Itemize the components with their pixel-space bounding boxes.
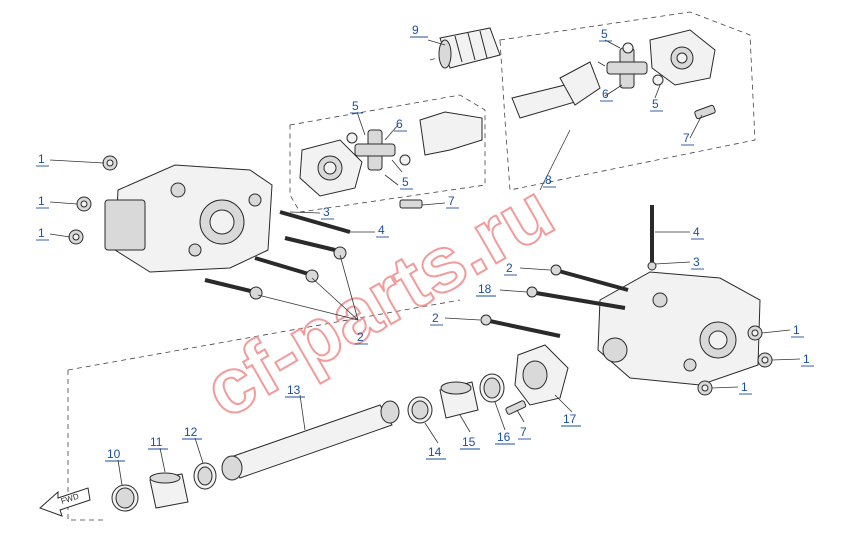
callout-2: 2	[432, 311, 439, 325]
nut-1d	[747, 325, 763, 341]
callout-13: 13	[287, 383, 301, 397]
callout-7: 7	[448, 194, 455, 208]
bolt-7c	[505, 400, 527, 415]
callout-7: 7	[520, 425, 527, 439]
callout-3: 3	[323, 205, 330, 219]
callout-7: 7	[683, 131, 690, 145]
callout-1: 1	[38, 152, 45, 166]
bolt-7b	[694, 104, 716, 120]
callout-4: 4	[378, 223, 385, 237]
callout-16: 16	[497, 430, 511, 444]
callout-1: 1	[38, 226, 45, 240]
callout-5: 5	[652, 97, 659, 111]
callout-11: 11	[150, 435, 163, 449]
ring-10	[111, 484, 139, 512]
callout-8: 8	[545, 173, 552, 187]
lower-shaft-frame	[67, 370, 105, 521]
callout-1: 1	[793, 323, 800, 337]
leader-lines	[49, 39, 801, 486]
nut-1a	[102, 155, 118, 171]
flange-yoke-front	[299, 139, 363, 197]
callout-5: 5	[402, 175, 409, 189]
circlip-5c	[622, 42, 634, 54]
flange-yoke-rear	[649, 29, 716, 86]
universal-joint-rear	[606, 47, 648, 89]
circlip-5b	[399, 154, 411, 166]
frame-line	[67, 299, 461, 371]
rear-differential-housing	[597, 271, 761, 386]
ring-16	[479, 373, 505, 403]
bearing-11	[149, 472, 189, 509]
callout-15: 15	[462, 435, 476, 449]
stud-bolts-right	[480, 264, 629, 338]
callout-2: 2	[357, 330, 364, 344]
nut-1f	[697, 380, 713, 396]
drive-shaft-13	[221, 400, 400, 481]
bearing-15	[439, 381, 479, 419]
callout-18: 18	[478, 282, 492, 296]
callout-10: 10	[107, 447, 121, 461]
stud-bolts-left	[204, 210, 351, 300]
ring-12	[193, 462, 217, 490]
callout-1: 1	[803, 352, 810, 366]
slip-yoke-front	[419, 111, 483, 156]
callout-3: 3	[693, 255, 700, 269]
callout-labels: 9 5 6 5 7 5 6 5 8 7 1 1 1 3 4 2 4 3 2 18…	[38, 23, 810, 461]
callout-1: 1	[741, 380, 748, 394]
front-propshaft-frame	[289, 94, 486, 213]
callout-6: 6	[396, 117, 403, 131]
bolt-7a	[399, 199, 423, 209]
callout-1: 1	[38, 194, 45, 208]
callout-9: 9	[412, 23, 419, 37]
nut-1e	[757, 352, 773, 368]
callout-underlines	[36, 36, 814, 462]
circlip-5d	[652, 74, 664, 86]
nut-1b	[76, 196, 92, 212]
front-differential-housing	[104, 164, 273, 273]
rubber-boot	[438, 27, 501, 69]
callout-14: 14	[428, 445, 442, 459]
nut-1c	[68, 229, 84, 245]
splined-shaft-rear	[511, 61, 601, 119]
long-stud-4b	[647, 205, 657, 271]
universal-joint-front	[354, 129, 396, 171]
callout-17: 17	[563, 412, 577, 426]
flange-17	[514, 344, 569, 406]
callout-5: 5	[352, 99, 359, 113]
callout-6: 6	[602, 87, 609, 101]
fwd-arrow-icon: FWD	[39, 487, 91, 517]
ring-14	[407, 396, 433, 424]
circlip-5a	[346, 132, 358, 144]
callout-2: 2	[506, 261, 513, 275]
rear-propshaft-frame	[499, 11, 756, 191]
callout-5: 5	[601, 27, 608, 41]
callout-4: 4	[693, 225, 700, 239]
callout-12: 12	[184, 425, 198, 439]
